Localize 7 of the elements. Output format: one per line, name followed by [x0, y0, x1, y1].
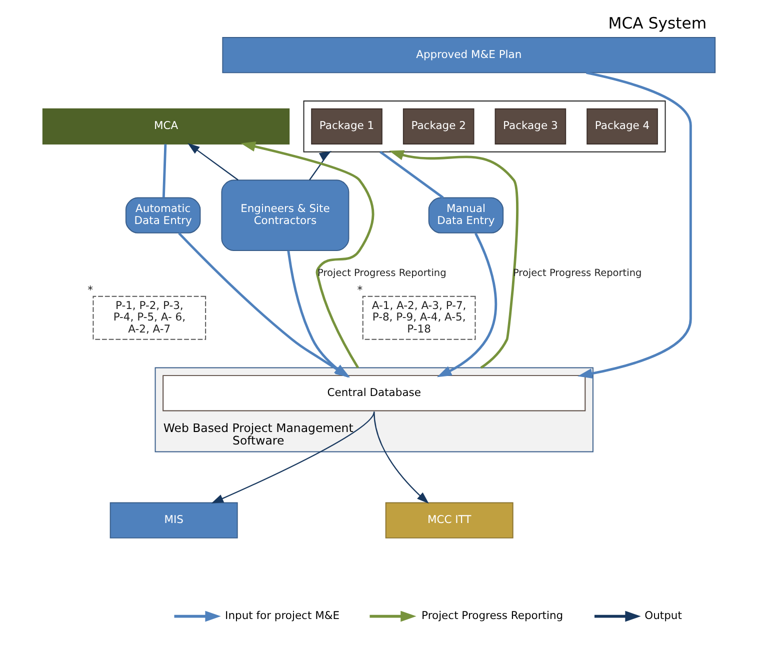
legend-label: Output: [644, 609, 682, 622]
edge-label: Project Progress Reporting: [318, 268, 446, 279]
legend-label: Input for project M&E: [225, 609, 340, 622]
node-label: *: [88, 283, 93, 296]
legend-label: Project Progress Reporting: [422, 609, 564, 622]
diagram-title: MCA System: [608, 14, 707, 33]
node-label: *: [357, 283, 363, 296]
